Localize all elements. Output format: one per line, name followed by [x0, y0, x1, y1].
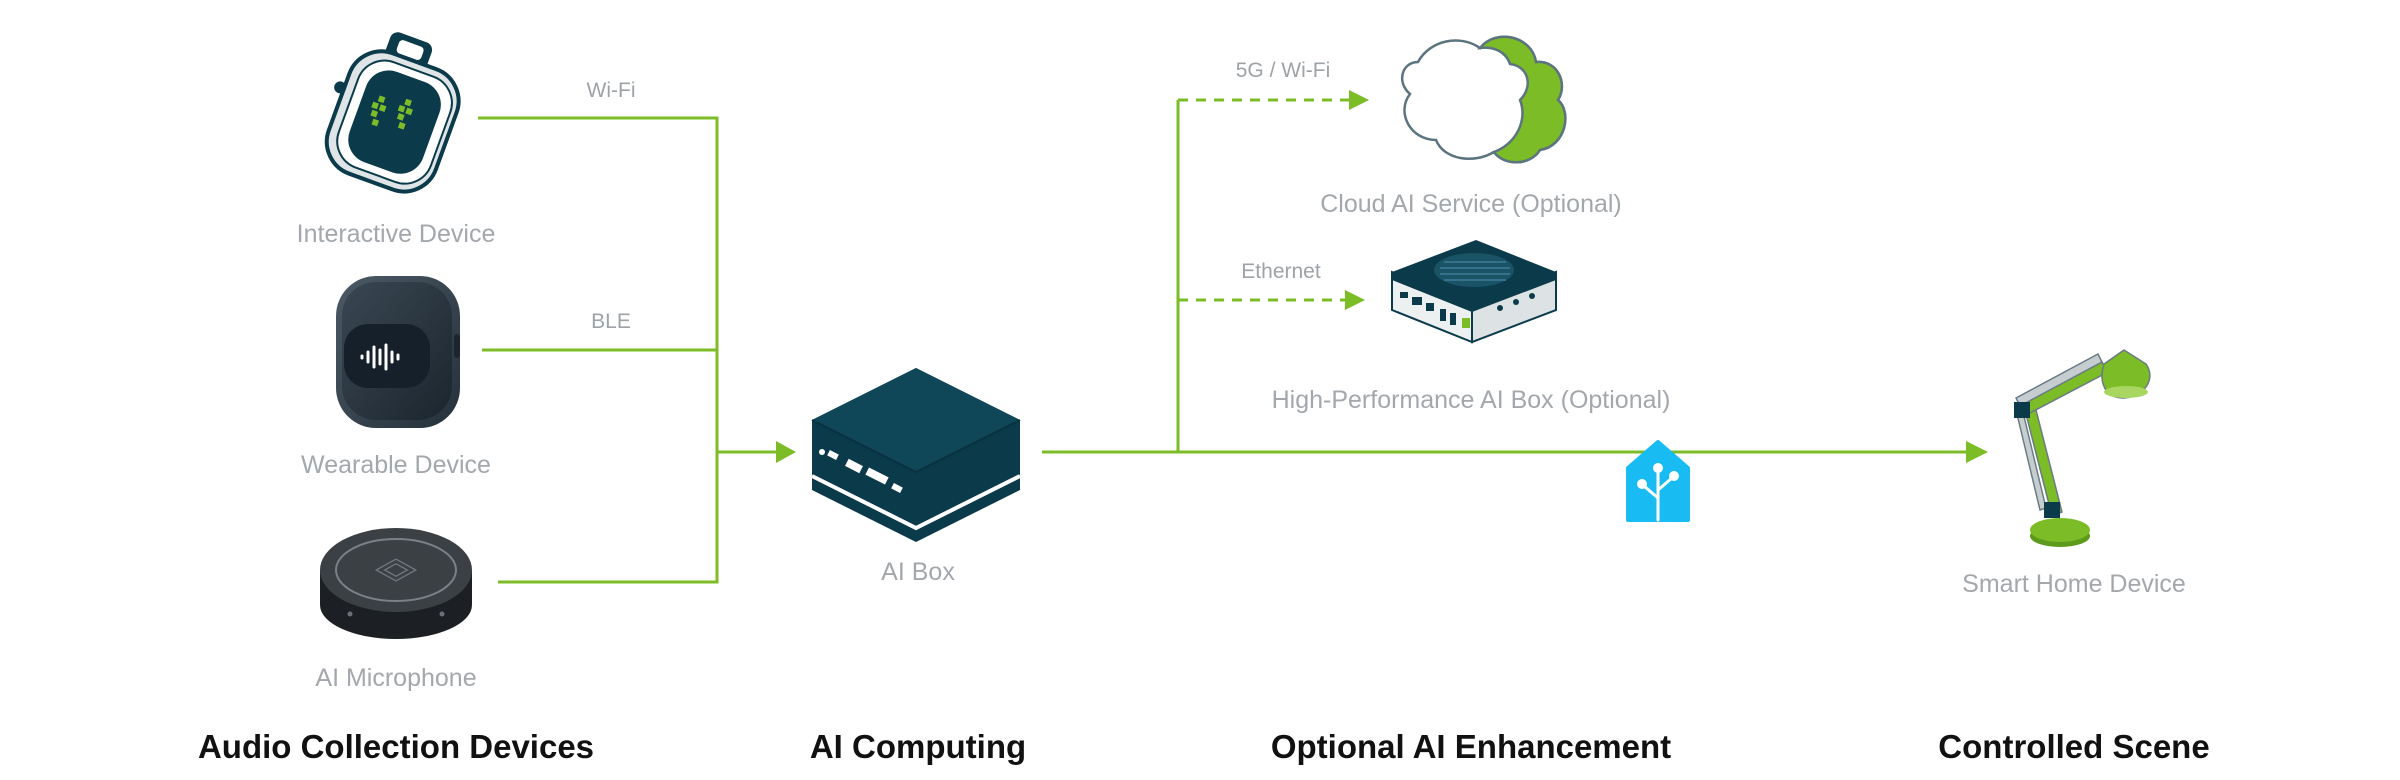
speakerphone-icon	[320, 528, 472, 639]
cellular-wifi-connection-label: 5G / Wi-Fi	[1235, 59, 1331, 82]
watch-device-icon	[324, 32, 461, 194]
section-title-optional-enhancement: Optional AI Enhancement	[1270, 728, 1672, 765]
arrow-into-ai-box	[776, 441, 796, 463]
mini-pc-icon	[811, 368, 1021, 542]
ble-connection-label: BLE	[591, 310, 631, 333]
desk-lamp-icon	[2014, 349, 2151, 547]
connector-lines	[478, 98, 1972, 584]
mic-link-line	[498, 452, 719, 584]
wearable-device-label: Wearable Device	[301, 451, 491, 479]
wearable-pebble-icon	[336, 276, 460, 428]
cloud-ai-service-label: Cloud AI Service (Optional)	[1320, 190, 1622, 218]
edge-server-icon	[1391, 240, 1557, 344]
arrow-heads	[776, 90, 1988, 463]
smart-home-device-label: Smart Home Device	[1962, 570, 2186, 598]
section-title-ai-computing: AI Computing	[809, 728, 1027, 765]
arrow-into-cloud	[1349, 90, 1369, 110]
section-title-controlled-scene: Controlled Scene	[1938, 728, 2210, 765]
ai-microphone-label: AI Microphone	[315, 664, 477, 692]
wifi-link-line	[478, 116, 719, 452]
cloud-icon	[1400, 35, 1567, 164]
wifi-connection-label: Wi-Fi	[586, 79, 636, 102]
ai-box-label: AI Box	[881, 558, 955, 586]
interactive-device-label: Interactive Device	[296, 220, 496, 248]
home-assistant-icon	[1626, 440, 1690, 522]
arrow-into-smart-home	[1966, 441, 1988, 463]
section-title-audio-collection: Audio Collection Devices	[197, 728, 595, 765]
high-performance-ai-box-label: High-Performance AI Box (Optional)	[1271, 386, 1671, 414]
ethernet-connection-label: Ethernet	[1241, 260, 1321, 283]
arrow-into-hp-box	[1345, 290, 1365, 310]
